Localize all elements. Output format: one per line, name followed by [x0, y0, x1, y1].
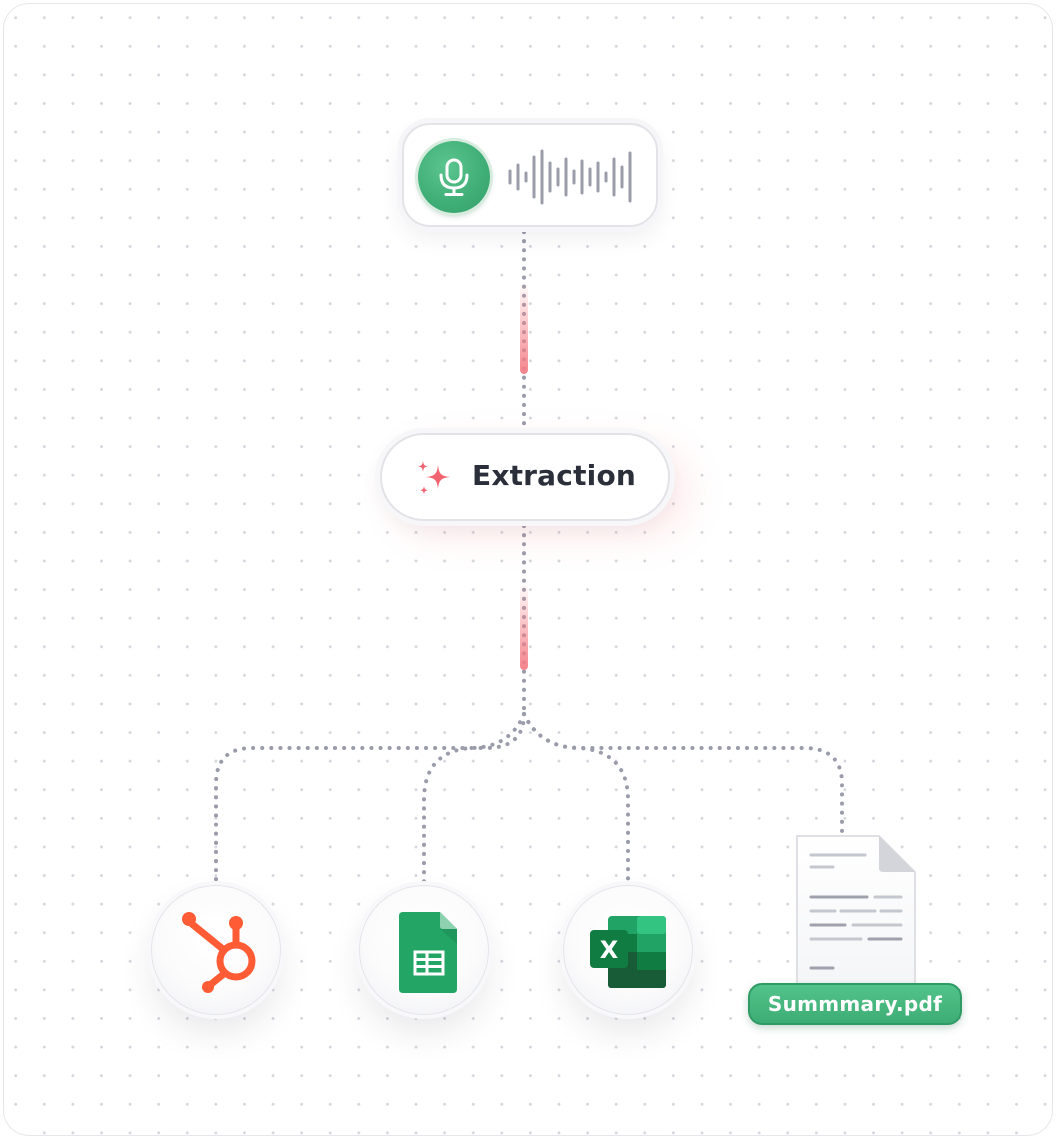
connector-to-sheets [422, 712, 526, 886]
audio-input-node [402, 123, 658, 227]
sparkle-icon [418, 461, 450, 495]
pulse-highlight-2 [520, 582, 528, 670]
extraction-node[interactable]: Extraction [380, 433, 670, 521]
connector-to-hubspot [214, 712, 526, 886]
google-sheets-node[interactable] [359, 885, 489, 1015]
pulse-highlight-1 [520, 282, 528, 374]
microsoft-excel-node[interactable]: X [563, 885, 693, 1015]
microphone-button[interactable] [418, 141, 490, 213]
connector-to-document [522, 712, 844, 834]
output-file-chip[interactable]: Summmary.pdf [748, 983, 962, 1025]
connector-to-excel [522, 712, 630, 886]
pdf-document-icon [796, 835, 916, 993]
svg-text:X: X [600, 936, 619, 964]
microphone-icon [439, 158, 469, 196]
microsoft-excel-logo: X [590, 916, 666, 988]
google-sheets-logo [399, 912, 457, 993]
audio-waveform-icon [508, 149, 632, 205]
extraction-label: Extraction [472, 459, 637, 492]
hubspot-node[interactable] [151, 885, 281, 1015]
hubspot-logo [182, 912, 256, 993]
